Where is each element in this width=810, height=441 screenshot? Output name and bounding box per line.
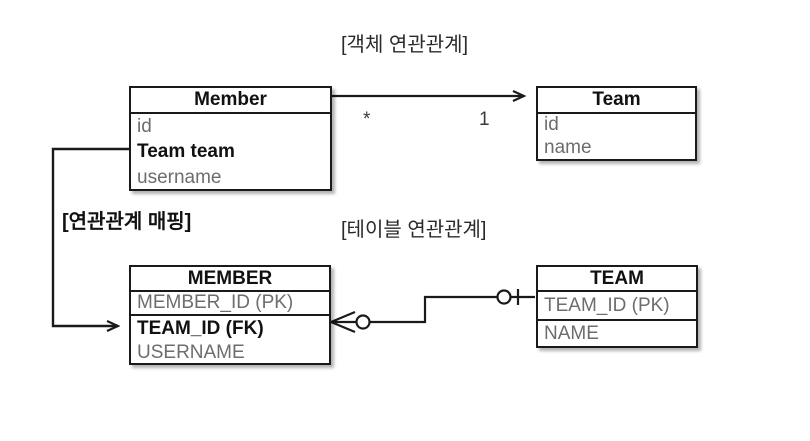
table-box-team[interactable]: TEAM TEAM_ID (PK) NAME	[536, 265, 698, 348]
table-box-team-fields: TEAM_ID (PK) NAME	[538, 292, 696, 346]
table-row: TEAM_ID (FK)	[137, 317, 264, 339]
table-box-member-header: MEMBER	[131, 267, 329, 292]
mapping-arrow	[51, 147, 129, 326]
table-row: TEAM_ID (PK)	[538, 292, 696, 321]
table-box-team-header: TEAM	[538, 267, 696, 292]
multiplicity-one: 1	[479, 109, 490, 130]
entity-box-member-fields: id Team team username	[131, 114, 330, 191]
table-box-member-fields: MEMBER_ID (PK) TEAM_ID (FK) USERNAME	[131, 292, 329, 365]
entity-box-member-header: Member	[131, 88, 330, 114]
entity-box-member[interactable]: Member id Team team username	[129, 86, 332, 191]
table-row: NAME	[544, 322, 599, 344]
caption-mapping: [연관관계 매핑]	[62, 211, 192, 233]
caption-table-relation: [테이블 연관관계]	[341, 219, 487, 241]
field-row: Team team	[137, 141, 235, 162]
field-row: name	[544, 136, 592, 158]
entity-box-team-fields: id name	[538, 114, 695, 159]
table-relationship-line	[330, 289, 535, 334]
table-row: USERNAME	[137, 342, 245, 363]
caption-object-relation: [객체 연관관계]	[341, 34, 469, 56]
field-row: id	[544, 114, 559, 135]
table-row: MEMBER_ID (PK)	[131, 292, 329, 316]
entity-box-team[interactable]: Team id name	[536, 86, 697, 161]
table-box-member[interactable]: MEMBER MEMBER_ID (PK) TEAM_ID (FK) USERN…	[129, 265, 331, 365]
multiplicity-many: *	[363, 109, 371, 130]
field-row: username	[137, 167, 222, 188]
entity-box-team-header: Team	[538, 88, 695, 114]
field-row: id	[137, 115, 152, 137]
